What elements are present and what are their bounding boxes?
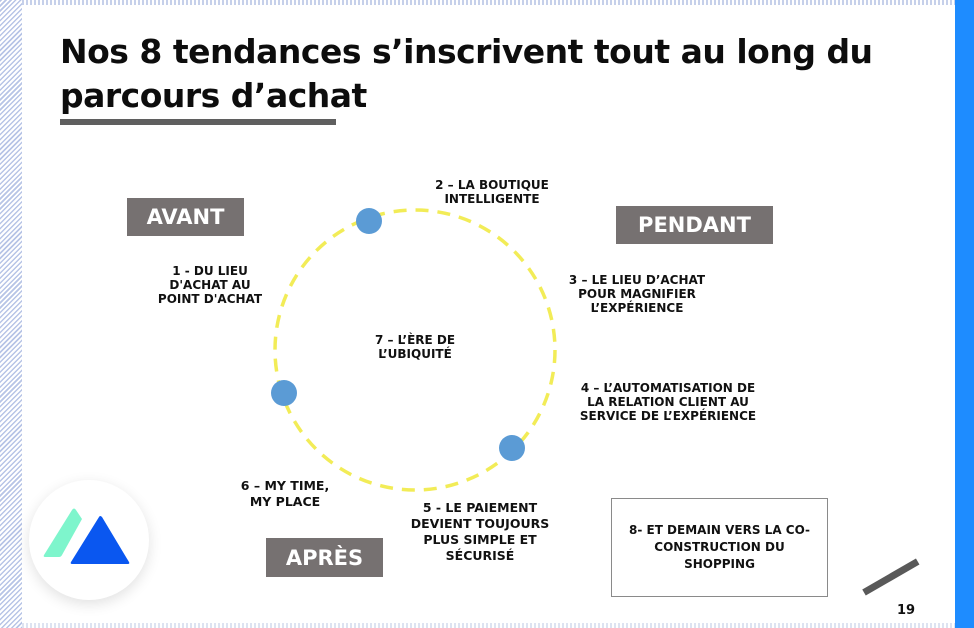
cycle-node-1 [356,208,382,234]
dashed-cycle-ring [273,208,557,492]
cycle-node-3 [499,435,525,461]
trend-3: 3 – LE LIEU D’ACHAT POUR MAGNIFIER L’EXP… [568,273,706,315]
phase-pendant: PENDANT [616,206,773,244]
slide-title: Nos 8 tendances s’inscrivent tout au lon… [60,32,873,115]
bottom-decorative-border [22,623,955,628]
trend-5: 5 - LE PAIEMENT DEVIENT TOUJOURS PLUS SI… [410,500,550,563]
trend-2: 2 – LA BOUTIQUE INTELLIGENTE [435,178,549,206]
mountain-logo-icon [43,508,130,564]
trend-8-box: 8- ET DEMAIN VERS LA CO-CONSTRUCTION DU … [611,498,828,597]
brand-logo [29,480,149,600]
phase-avant: AVANT [127,198,244,236]
left-decorative-border [0,0,22,628]
title-underline [60,119,336,125]
right-accent-bar [955,0,974,628]
cycle-node-2 [271,380,297,406]
trend-1: 1 - DU LIEU D'ACHAT AU POINT D'ACHAT [157,264,263,306]
top-decorative-border [22,0,955,5]
page-number: 19 [897,603,916,618]
phase-apres: APRÈS [266,538,383,577]
trend-6: 6 – MY TIME, MY PLACE [240,478,330,509]
trend-4: 4 – L’AUTOMATISATION DE LA RELATION CLIE… [579,381,757,423]
trend-7: 7 – L’ÈRE DE L’UBIQUITÉ [374,333,456,361]
